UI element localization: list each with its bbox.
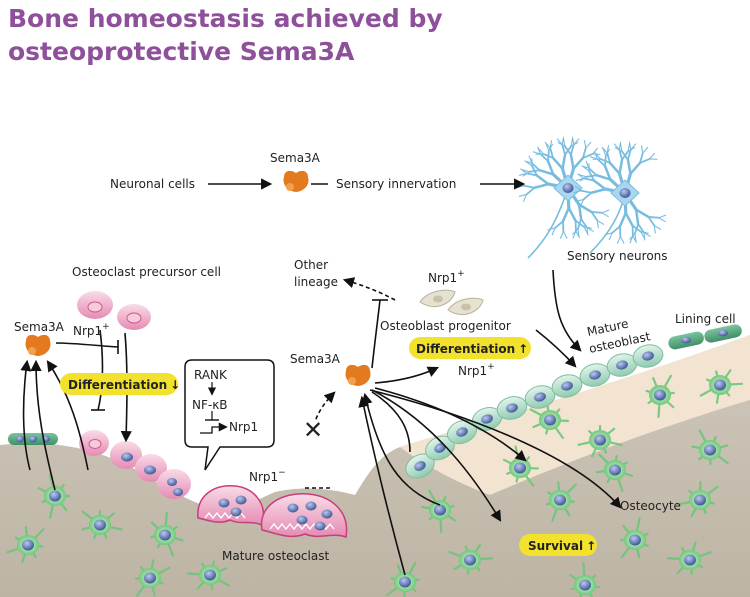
pathway-arrows — [20, 178, 622, 576]
osteocyte — [81, 509, 123, 539]
survival-up-pill — [519, 534, 597, 556]
osteocyte — [619, 517, 649, 559]
osteoclast-precursor-cells — [77, 291, 151, 330]
figure-title: Bone homeostasis achieved by osteoprotec… — [8, 2, 443, 68]
osteoblast — [405, 453, 435, 479]
osteocyte — [37, 473, 71, 519]
sensory-neuron — [516, 136, 610, 259]
label-nrp1-box: Nrp1 — [229, 420, 258, 434]
label-sema3a-center: Sema3A — [290, 352, 341, 366]
rank-signaling-callout — [184, 359, 275, 471]
label-nrp1-minus: Nrp1− — [249, 468, 286, 484]
osteocyte — [596, 453, 634, 492]
osteocyte — [577, 424, 623, 458]
sema3a-protein-left — [25, 334, 51, 356]
osteoblast — [446, 419, 478, 445]
label-other-lineage-1: Other — [294, 258, 328, 272]
title-line-1: Bone homeostasis achieved by — [8, 4, 443, 33]
label-survival-up: Survival↑ — [528, 539, 596, 553]
block-cross: ✕ — [303, 416, 323, 444]
title-line-2: osteoprotective Sema3A — [8, 37, 355, 66]
label-mature-osteoclast: Mature osteoclast — [222, 549, 329, 563]
label-sensory-innervation: Sensory innervation — [336, 177, 456, 191]
osteocyte — [666, 541, 712, 575]
label-sema3a-top: Sema3A — [270, 151, 321, 165]
label-rank: RANK — [194, 368, 228, 382]
label-neuronal-cells: Neuronal cells — [110, 177, 195, 191]
label-nfkb: NF-κB — [192, 398, 228, 412]
sensory-neuron — [573, 141, 667, 254]
osteocyte — [134, 559, 171, 597]
label-differentiation-down: Differentiation↓ — [68, 378, 180, 392]
osteocyte — [421, 489, 456, 534]
label-osteocyte: Osteocyte — [620, 499, 681, 513]
label-other-lineage-2: lineage — [294, 275, 338, 289]
label-nrp1-center: Nrp1+ — [458, 362, 495, 378]
osteocyte — [699, 369, 744, 404]
osteocyte-network — [6, 369, 744, 597]
bone-matrix-light — [400, 335, 750, 495]
osteoblast — [579, 363, 611, 387]
label-osteoblast-progenitor: Osteoblast progenitor — [380, 319, 511, 333]
label-sema3a-left: Sema3A — [14, 320, 65, 334]
sema3a-protein-top — [283, 170, 309, 192]
mature-osteoblast-row — [405, 344, 664, 479]
osteoblast — [496, 396, 528, 420]
osteoblast — [606, 353, 638, 377]
osteocyte — [448, 543, 494, 575]
label-nrp1-left: Nrp1+ — [73, 322, 110, 338]
label-differentiation-up: Differentiation↑ — [416, 342, 528, 356]
label-nrp1-progenitor: Nrp1+ — [428, 269, 465, 285]
osteocyte — [569, 561, 600, 597]
osteocyte — [645, 374, 675, 419]
osteocyte — [6, 526, 45, 564]
osteocyte — [545, 480, 577, 522]
osteoclast-fusing-cells — [79, 430, 191, 499]
osteocyte — [150, 511, 184, 557]
label-lining-cell: Lining cell — [675, 312, 736, 326]
label-sensory-neurons: Sensory neurons — [567, 249, 668, 263]
sema3a-protein-center — [345, 364, 371, 386]
osteoblast-progenitor-cells — [419, 289, 484, 315]
osteoblast — [551, 374, 583, 398]
osteocyte — [186, 560, 231, 590]
differentiation-up-pill — [409, 337, 531, 359]
mature-osteoclast-cells — [197, 485, 348, 539]
lining-cell-left — [8, 433, 58, 445]
osteoblast — [632, 344, 664, 368]
osteocyte — [386, 561, 420, 597]
sensory-neurons-illustration — [516, 136, 667, 259]
lining-cell-right — [668, 324, 742, 350]
osteocyte — [677, 480, 719, 518]
osteoblast — [524, 385, 556, 409]
osteocyte — [529, 405, 570, 439]
label-osteoclast-precursor: Osteoclast precursor cell — [72, 265, 221, 279]
osteocyte — [691, 429, 729, 466]
differentiation-down-pill — [60, 373, 178, 395]
